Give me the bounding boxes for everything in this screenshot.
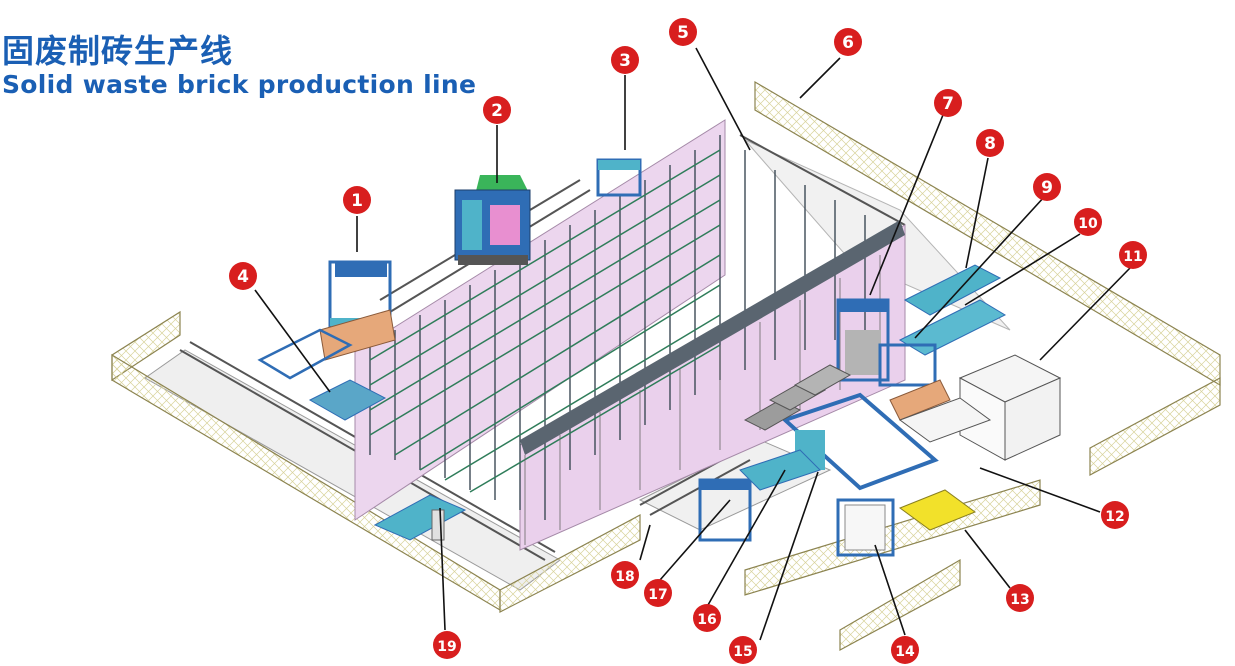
safety-fence [111, 80, 1221, 652]
machine-14-cuber [836, 498, 895, 557]
svg-text:5: 5 [677, 23, 689, 43]
callout-5: 5 [669, 18, 697, 46]
svg-text:13: 13 [1010, 592, 1029, 608]
callout-11: 11 [1119, 241, 1147, 269]
callout-15: 15 [729, 636, 757, 664]
machine-7-transfer-frame [836, 298, 890, 382]
callout-12: 12 [1101, 501, 1129, 529]
svg-text:8: 8 [984, 134, 996, 154]
svg-text:12: 12 [1105, 509, 1124, 525]
svg-text:18: 18 [615, 569, 634, 585]
callout-17: 17 [644, 579, 672, 607]
callout-16: 16 [693, 604, 721, 632]
svg-text:2: 2 [491, 101, 503, 121]
machine-1-stacker [319, 260, 396, 361]
callout-3: 3 [611, 46, 639, 74]
machine-8-10-conveyors [878, 264, 1007, 421]
callout-2: 2 [483, 96, 511, 124]
callout-18: 18 [611, 561, 639, 589]
svg-text:11: 11 [1123, 249, 1142, 265]
callout-10: 10 [1074, 208, 1102, 236]
callout-8: 8 [976, 129, 1004, 157]
machine-2-brick-press [454, 175, 531, 265]
diagram-title-zh: 固废制砖生产线 [2, 32, 234, 70]
callout-4: 4 [229, 262, 257, 290]
svg-text:16: 16 [697, 612, 716, 628]
machine-3-feeder [596, 158, 642, 197]
svg-text:19: 19 [437, 639, 456, 655]
machine-4-pallet-conveyor [257, 328, 387, 421]
svg-text:10: 10 [1078, 216, 1098, 232]
curing-rack [354, 119, 906, 551]
callout-6: 6 [834, 28, 862, 56]
svg-text:3: 3 [619, 51, 631, 71]
diagram-title-en: Solid waste brick production line [2, 70, 477, 99]
callout-14: 14 [891, 636, 919, 664]
svg-text:17: 17 [648, 587, 667, 603]
svg-text:14: 14 [895, 644, 915, 660]
callout-markers: 1 2 3 4 5 6 7 8 [229, 18, 1147, 664]
svg-text:15: 15 [733, 644, 752, 660]
callout-19: 19 [433, 631, 461, 659]
svg-text:1: 1 [351, 191, 363, 211]
callout-7: 7 [934, 89, 962, 117]
machine-13-yellow-tray [898, 489, 977, 531]
callout-1: 1 [343, 186, 371, 214]
svg-text:4: 4 [237, 267, 249, 287]
machine-11-packer [958, 354, 1062, 461]
grey-containers [743, 364, 852, 431]
svg-text:9: 9 [1041, 178, 1053, 198]
svg-text:6: 6 [842, 33, 854, 53]
leader-lines [254, 47, 1131, 641]
callout-9: 9 [1033, 173, 1061, 201]
callout-13: 13 [1006, 584, 1034, 612]
machine-16-17-transfer [698, 449, 821, 542]
svg-text:7: 7 [942, 94, 954, 114]
